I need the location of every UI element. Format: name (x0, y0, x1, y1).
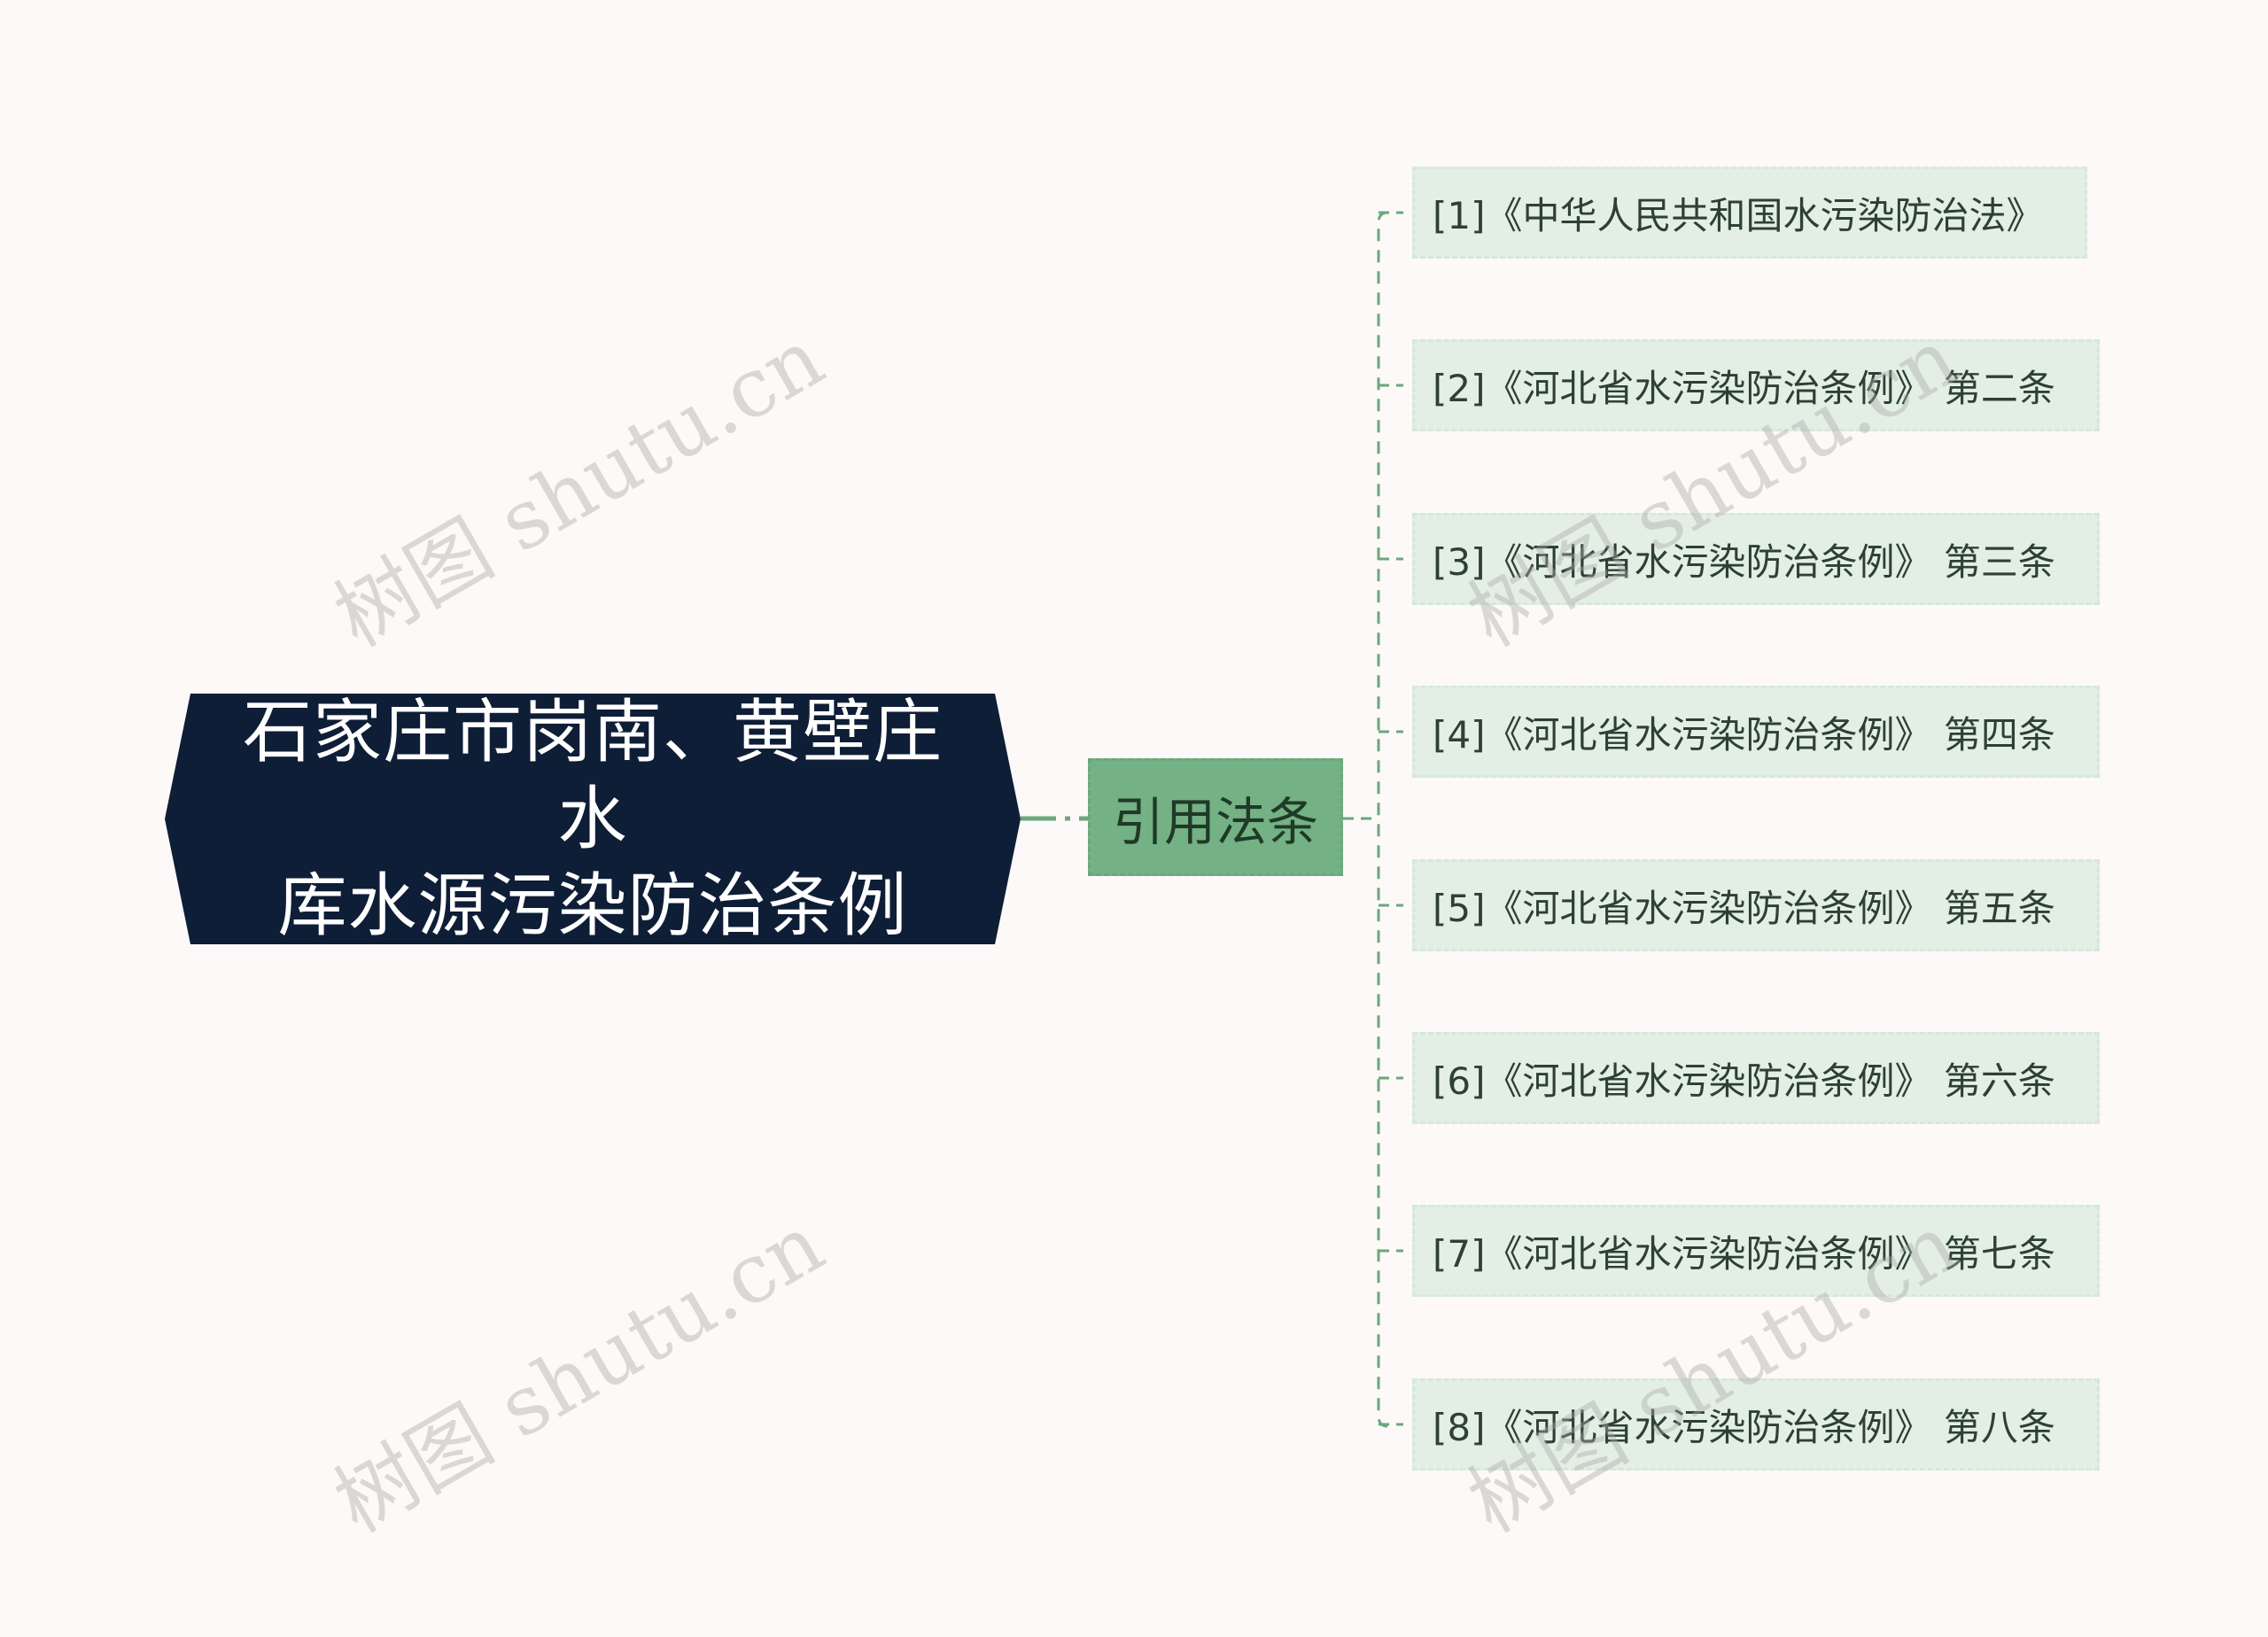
leaf-node-1[interactable]: [1]《中华人民共和国水污染防治法》 (1412, 167, 2087, 259)
leaf-node-8[interactable]: [8]《河北省水污染防治条例》 第八条 (1412, 1378, 2100, 1470)
spine-connector (1377, 211, 1388, 1428)
leaf-node-6[interactable]: [6]《河北省水污染防治条例》 第六条 (1412, 1032, 2100, 1124)
leaf-node-4[interactable]: [4]《河北省水污染防治条例》 第四条 (1412, 686, 2100, 778)
leaf-node-3[interactable]: [3]《河北省水污染防治条例》 第三条 (1412, 513, 2100, 605)
leaf-label: [2]《河北省水污染防治条例》 第二条 (1433, 366, 2055, 410)
leaf-label: [1]《中华人民共和国水污染防治法》 (1433, 193, 2044, 237)
root-title-line2: 库水源污染防治条例 (277, 865, 908, 946)
root-topic-text: 石家庄市岗南、黄壁庄水 库水源污染防治条例 (218, 692, 967, 946)
leaf-label: [3]《河北省水污染防治条例》 第三条 (1433, 539, 2055, 584)
root-topic-node[interactable]: 石家庄市岗南、黄壁庄水 库水源污染防治条例 (165, 694, 1021, 944)
leaf-label: [4]《河北省水污染防治条例》 第四条 (1433, 712, 2055, 756)
leaf-label: [7]《河北省水污染防治条例》 第七条 (1433, 1231, 2055, 1276)
branch-label: 引用法条 (1112, 791, 1318, 852)
branch-node-references[interactable]: 引用法条 (1088, 758, 1343, 876)
root-title-line1: 石家庄市岗南、黄壁庄水 (242, 692, 943, 859)
leaf-label: [5]《河北省水污染防治条例》 第五条 (1433, 886, 2055, 930)
leaf-node-5[interactable]: [5]《河北省水污染防治条例》 第五条 (1412, 859, 2100, 951)
leaf-node-7[interactable]: [7]《河北省水污染防治条例》 第七条 (1412, 1205, 2100, 1297)
leaf-node-2[interactable]: [2]《河北省水污染防治条例》 第二条 (1412, 339, 2100, 431)
leaf-label: [6]《河北省水污染防治条例》 第六条 (1433, 1059, 2055, 1103)
leaf-label: [8]《河北省水污染防治条例》 第八条 (1433, 1405, 2055, 1449)
